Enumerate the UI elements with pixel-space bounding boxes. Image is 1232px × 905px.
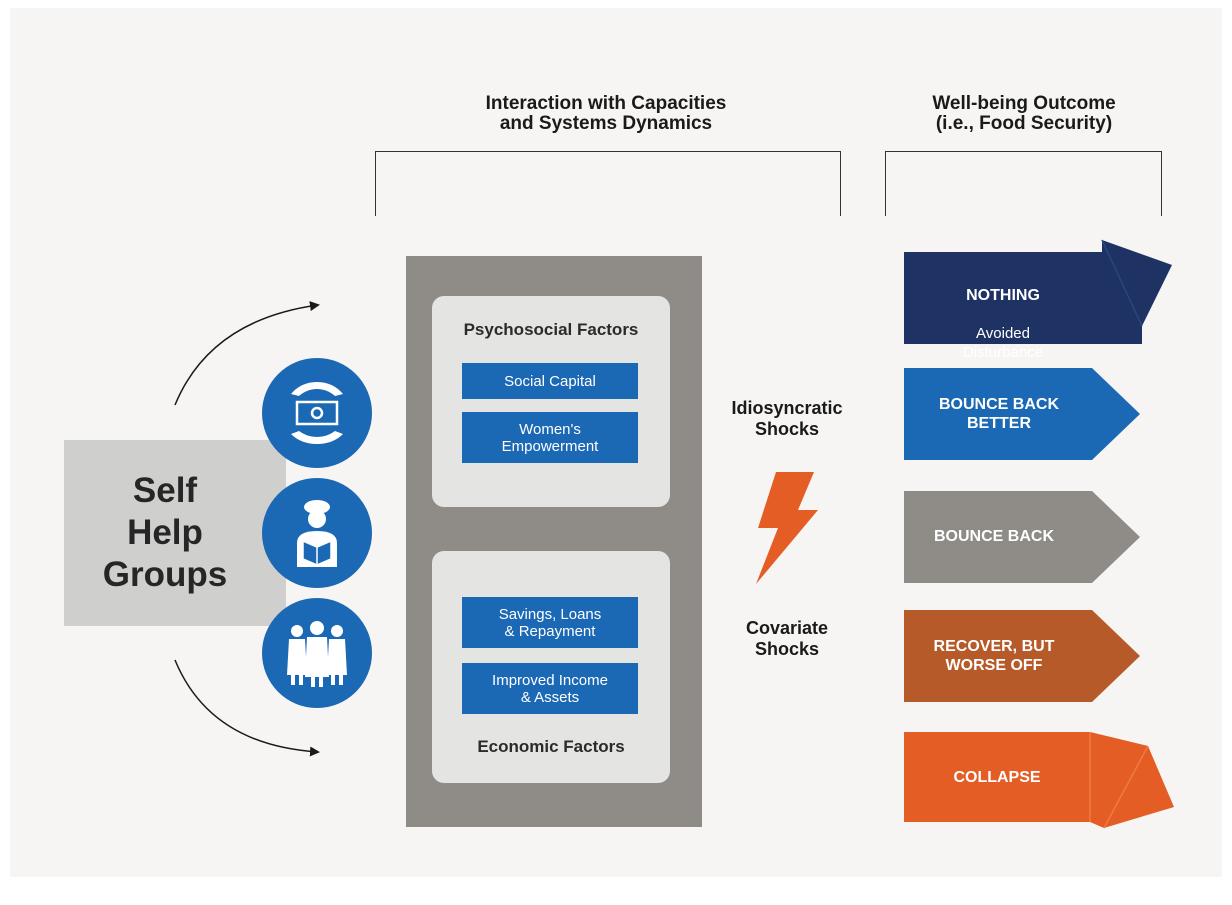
outcome-arrow-collapse <box>904 732 1174 828</box>
outcome-recover-worse-label: RECOVER, BUT WORSE OFF <box>933 638 1055 674</box>
outcome-arrow-bounce-back <box>904 491 1140 583</box>
social-capital-label: Social Capital <box>462 363 638 399</box>
women-circle <box>262 598 372 708</box>
psychosocial-factors-box: Psychosocial Factors <box>432 296 670 507</box>
womens-empowerment-label: Women's Empowerment <box>462 412 638 463</box>
lightning-bolt-icon <box>756 472 818 584</box>
money-in-hands-icon <box>291 382 343 444</box>
education-circle <box>262 478 372 588</box>
reading-person-icon <box>297 500 337 567</box>
economic-factors-title: Economic Factors <box>477 737 625 756</box>
outcome-collapse-label: COLLAPSE <box>953 769 1041 786</box>
bottom-curved-arrow <box>174 659 320 757</box>
bracket-interaction <box>375 151 841 216</box>
header-interaction: Interaction with Capacities and Systems … <box>485 93 727 134</box>
covariate-shocks-label: Covariate Shocks <box>745 618 829 659</box>
money-circle <box>262 358 372 468</box>
outcome-bounce-back-better-label: BOUNCE BACK BETTER <box>939 396 1059 432</box>
outcome-arrow-recover-worse <box>904 610 1140 702</box>
self-help-groups-label: Self Help Groups <box>102 471 228 594</box>
women-group-icon <box>287 621 347 687</box>
improved-income-label: Improved Income & Assets <box>462 663 638 714</box>
self-help-groups-box: Self Help Groups <box>64 440 286 626</box>
outcome-nothing-subtitle: Avoided Disturbance <box>962 325 1044 361</box>
header-outcome: Well-being Outcome (i.e., Food Security) <box>932 93 1116 134</box>
psychosocial-factors-title: Psychosocial Factors <box>463 320 639 339</box>
outcome-nothing-label: NOTHING Avoided Disturbance <box>904 267 1102 381</box>
savings-loans-label: Savings, Loans & Repayment <box>462 597 638 648</box>
outcome-nothing-title: NOTHING <box>966 287 1040 304</box>
outcome-bounce-back-label: BOUNCE BACK <box>934 528 1054 545</box>
bracket-outcome <box>885 151 1162 216</box>
idiosyncratic-shocks-label: Idiosyncratic Shocks <box>731 398 843 439</box>
outcome-arrow-nothing <box>904 240 1172 344</box>
top-curved-arrow <box>174 301 320 406</box>
outcome-arrow-bounce-back-better <box>904 368 1140 460</box>
